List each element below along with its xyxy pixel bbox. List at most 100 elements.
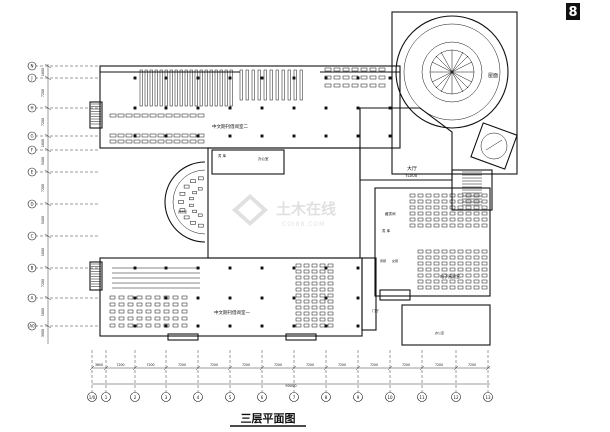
drawing-title: 三层平面图 [230, 412, 306, 427]
stacks-top-label: 書 库 [218, 153, 227, 158]
axis-bubble [193, 392, 203, 402]
axis-dimension: 7200 [370, 363, 378, 367]
axis-dimension: 7200 [306, 363, 314, 367]
axis-dimension: 7200 [41, 279, 45, 287]
axis-bubble [27, 293, 37, 303]
staff-room-label: 藏書间 [385, 211, 396, 216]
semicircle-reading-room: 阅览室 [164, 161, 206, 243]
axis-label: E [31, 170, 34, 175]
axis-bubble [27, 103, 37, 113]
axis-bubble [27, 321, 37, 331]
axis-label: D [30, 202, 33, 207]
axis-label: 13 [485, 395, 491, 400]
store-label: 書 库 [382, 228, 391, 233]
axis-label: 3 [165, 395, 168, 400]
axis-label: A [31, 296, 34, 301]
roof-label: 屋面 [488, 73, 498, 79]
watermark-text: 土木在线 [276, 200, 336, 218]
axis-dimension: 1800 [41, 68, 45, 76]
toilet-2-label: 女厕 [392, 258, 398, 263]
axis-label: N [31, 64, 34, 69]
axis-dimension: 7200 [116, 363, 124, 367]
axis-label: A0 [29, 324, 35, 329]
axis-bubble [225, 392, 235, 402]
sheet-number-badge: 8 [566, 3, 580, 20]
axis-bubble [353, 392, 363, 402]
axis-label: 4 [197, 395, 200, 400]
axis-dimension: 7200 [338, 363, 346, 367]
office-2-label: 办公室 [435, 330, 444, 335]
axis-label: 10 [387, 395, 393, 400]
watermark: 土木在线 COI88.COM [232, 194, 336, 228]
axis-label: G [30, 134, 33, 139]
axis-bubble [451, 392, 461, 402]
axis-bubble [27, 167, 37, 177]
left-dimension-chain: N J H G F E D C B A A0 1800 7200 7200 1800 5400 7200 5400… [27, 61, 100, 344]
axis-dimension: 7200 [41, 89, 45, 97]
axis-dimension: 7200 [178, 363, 186, 367]
axis-label: 9 [357, 395, 360, 400]
hall-area-label: YL000 [404, 173, 418, 178]
axis-label: 8 [325, 395, 328, 400]
hall-label: 大厅 [407, 165, 417, 172]
axis-label: B [31, 266, 34, 271]
axis-dimension: 7200 [41, 118, 45, 126]
axis-label: 12 [453, 395, 459, 400]
axis-bubble [87, 392, 97, 402]
axis-dimension: 7200 [210, 363, 218, 367]
axis-bubble [101, 392, 111, 402]
axis-bubble [483, 392, 493, 402]
axis-label: C [31, 234, 34, 239]
axis-bubble [289, 392, 299, 402]
axis-dimension: 7200 [468, 363, 476, 367]
small-reading-label: 阅览室 [178, 209, 187, 214]
lower-reading-block: 中文期刊借阅室一 [89, 257, 377, 341]
axis-dimension: 7200 [435, 363, 443, 367]
axis-label: 1/0 [89, 395, 96, 400]
axis-bubble [27, 131, 37, 141]
hall-block: 大厅 YL000 藏書间 書 库 电子阅览室 男厕 女厕 门厅 办公室 [359, 107, 493, 346]
axis-dimension: 1800 [41, 308, 45, 316]
axis-bubble [161, 392, 171, 402]
axis-label: 7 [293, 395, 296, 400]
axis-dimension: 3000 [41, 329, 45, 337]
axis-dimension: 7200 [146, 363, 154, 367]
sheet-number: 8 [568, 5, 577, 20]
axis-bubble [385, 392, 395, 402]
axis-bubble [321, 392, 331, 402]
total-dimension: 90000 [285, 384, 296, 388]
axis-dimension: 5400 [41, 157, 45, 165]
drawing-title-text: 三层平面图 [241, 412, 296, 425]
circular-atrium: 屋面 [391, 11, 518, 175]
axis-bubble [417, 392, 427, 402]
upper-reading-block: 中文期刊借阅室二 [89, 65, 401, 149]
reading-room-2-label: 中文期刊借阅室二 [212, 123, 248, 130]
axis-dimension: 1800 [41, 248, 45, 256]
axis-label: 6 [261, 395, 264, 400]
axis-bubble [27, 145, 37, 155]
axis-dimension: 3600 [95, 363, 103, 367]
axis-label: F [31, 148, 34, 153]
axis-dimension: 7200 [402, 363, 410, 367]
axis-dimension: 1800 [41, 139, 45, 147]
office-label: 办公室 [258, 156, 269, 161]
axis-label: 5 [229, 395, 232, 400]
axis-label: H [30, 106, 33, 111]
axis-label: 1 [105, 395, 108, 400]
axis-dimension: 7200 [41, 184, 45, 192]
e-reading-label: 电子阅览室 [440, 273, 460, 279]
axis-dimension: 5400 [41, 216, 45, 224]
axis-label: 2 [134, 395, 137, 400]
axis-bubble [27, 73, 37, 83]
axis-bubble [130, 392, 140, 402]
axis-dimension: 7200 [274, 363, 282, 367]
axis-bubble [27, 231, 37, 241]
toilet-1-label: 男厕 [380, 258, 386, 263]
axis-label: J [30, 76, 32, 81]
reading-room-1-label: 中文期刊借阅室一 [214, 309, 250, 316]
axis-bubble [27, 199, 37, 209]
axis-bubble [27, 61, 37, 71]
watermark-url: COI88.COM [282, 221, 325, 228]
axis-bubble [27, 263, 37, 273]
